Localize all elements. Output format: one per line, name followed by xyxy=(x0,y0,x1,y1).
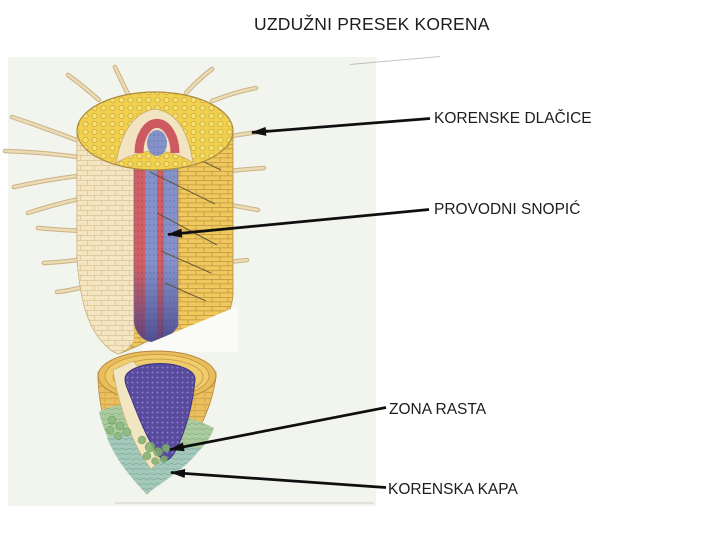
root-tip-illustration xyxy=(97,350,217,495)
label-growth-zone: ZONA RASTA xyxy=(389,401,487,418)
stele-blue-core xyxy=(147,130,167,156)
meristem-core xyxy=(124,363,196,462)
annotation-arrows xyxy=(166,117,431,489)
label-root-cap: KORENSKA KAPA xyxy=(388,481,518,498)
label-vascular-bundle: PROVODNI SNOPIĆ xyxy=(434,201,581,218)
image-cut-wedge xyxy=(142,306,238,352)
arrow-vascular-bundle xyxy=(166,208,430,238)
growth-zone-cell-patches xyxy=(106,415,171,465)
vascular-cylinder-outline xyxy=(133,139,179,343)
arrow-root-cap xyxy=(169,468,387,489)
label-root-hairs: KORENSKE DLAČICE xyxy=(434,110,592,127)
arrow-root-hairs xyxy=(250,117,431,136)
stele-red-ring xyxy=(134,118,180,154)
slide-title: UZDUŽNI PRESEK KORENA xyxy=(254,14,490,34)
vascular-cylinder xyxy=(134,140,178,342)
arrow-growth-zone xyxy=(168,406,387,452)
upper-root-illustration xyxy=(2,64,269,355)
scan-crease-line xyxy=(349,56,441,65)
